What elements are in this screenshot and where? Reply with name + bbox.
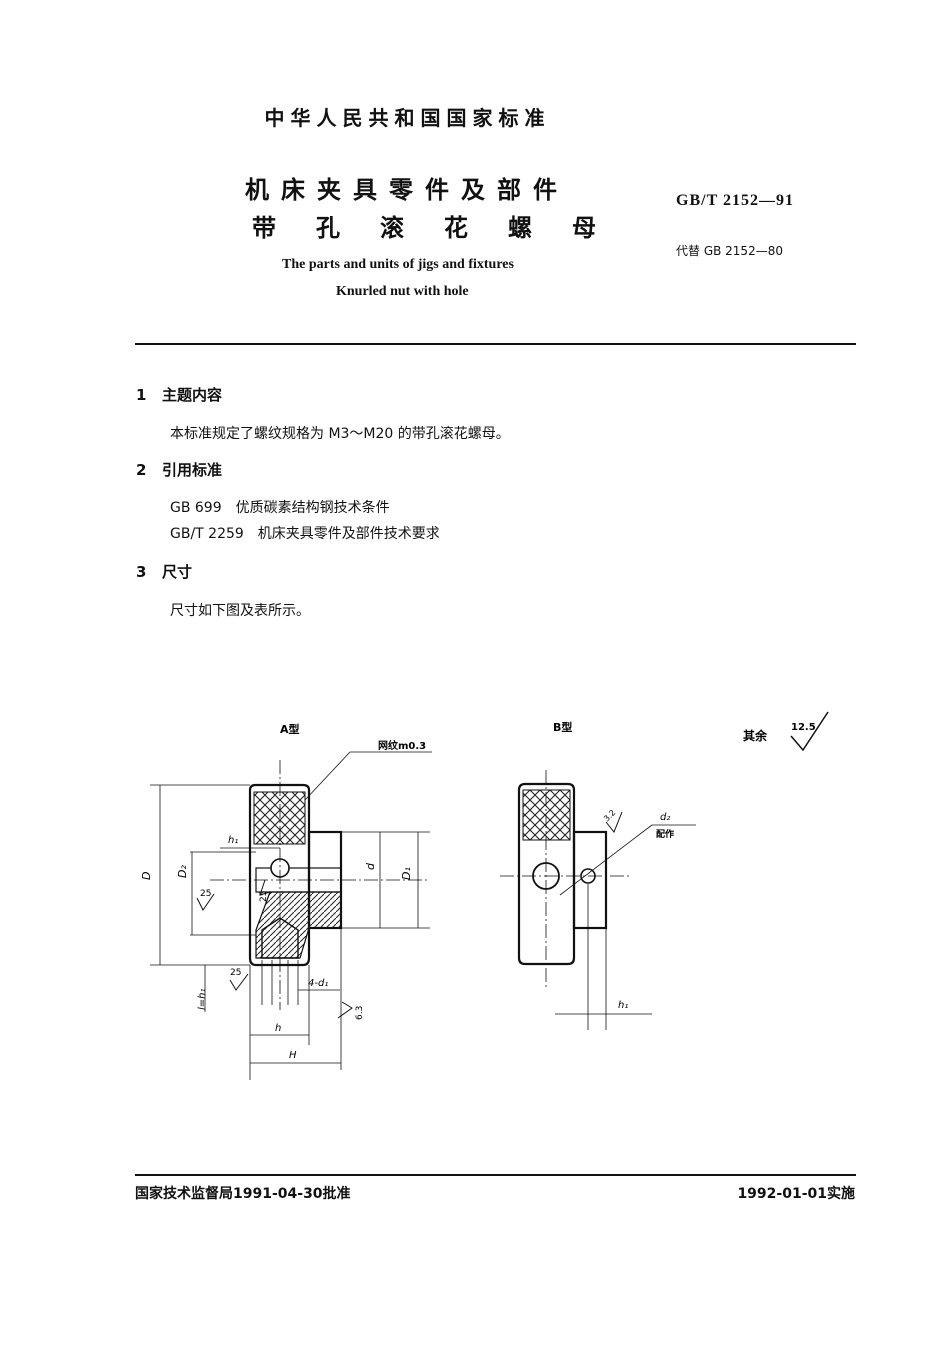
dim-h1-b-label: h₁ [618,1000,628,1011]
dim-D-label: D [140,872,153,880]
standard-code: GB/T 2152—91 [676,192,794,209]
replaces-standard: 代替 GB 2152—80 [676,244,783,258]
type-a-label: A型 [280,722,300,736]
roughness-rest-label: 其余 [743,728,768,743]
section-heading-3: 3 尺寸 [136,561,192,582]
roughness-3-2: 3.2 [602,808,617,823]
dim-l-label: l=h₁ [197,988,208,1010]
section-number: 2 [136,461,147,479]
type-b-collar [572,830,608,930]
english-title-line-1: The parts and units of jigs and fixtures [282,257,514,272]
dim-d2-label: d₂ [660,812,670,823]
section-number: 3 [136,563,147,581]
english-title-line-2: Knurled nut with hole [336,284,469,299]
roughness-25-bottom: 25 [230,968,241,978]
issuing-organization: 中华人民共和国国家标准 [264,106,551,130]
dim-D2-label: D₂ [176,865,189,878]
type-a-knurl-band [253,791,306,845]
section-title: 引用标准 [162,461,223,479]
approval-text: 国家技术监督局1991-04-30批准 [135,1186,351,1202]
type-b-knurl-band [522,789,571,841]
title-line-2: 带孔滚花螺母 [252,214,636,242]
roughness-6-3: 6.3 [355,1006,365,1020]
dim-H-label: H [289,1050,297,1061]
section-number: 1 [136,386,147,404]
section-title: 主题内容 [162,386,223,404]
section-heading-1: 1 主题内容 [136,384,222,405]
dim-h-label: h [275,1023,281,1034]
section-1-paragraph: 本标准规定了螺纹规格为 M3～M20 的带孔滚花螺母。 [170,426,510,442]
type-a-head-outline [248,783,311,967]
type-b-head-outline [517,782,576,966]
section-3-paragraph: 尺寸如下图及表所示。 [170,603,310,619]
footer-rule [135,1174,856,1176]
header-rule [135,343,856,345]
section-heading-2: 2 引用标准 [136,459,222,480]
dim-h1-label: h₁ [228,835,238,846]
dim-D1-label: D₁ [400,867,413,880]
roughness-25-left: 25 [200,889,211,899]
dim-4d1-label: 4-d₁ [308,978,328,989]
roughness-25-bore: 25 [259,891,269,902]
knurl-note: 网纹m0.3 [378,739,426,752]
effective-date-text: 1992-01-01实施 [737,1186,855,1202]
dim-d-label: d [364,862,377,870]
section-title: 尺寸 [162,563,193,581]
type-a-drill-point [261,917,299,959]
title-line-1: 机床夹具零件及部件 [245,176,569,204]
reference-standard-1: GB 699 优质碳素结构钢技术条件 [170,500,390,516]
peizuo-note: 配作 [656,828,674,840]
roughness-symbol-icon [790,711,829,752]
reference-standard-2: GB/T 2259 机床夹具零件及部件技术要求 [170,526,440,542]
type-b-label: B型 [553,720,572,734]
roughness-rest-value: 12.5 [791,722,816,733]
